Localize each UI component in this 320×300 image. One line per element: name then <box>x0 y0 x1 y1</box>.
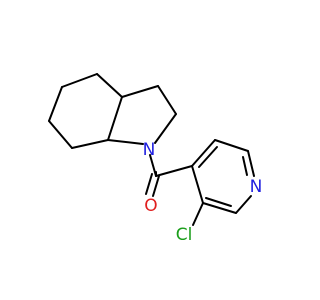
molecule-svg: N O N Cl <box>48 73 263 245</box>
bond-py-c4-c5 <box>191 139 216 167</box>
bond-c7a-c3a <box>107 96 123 141</box>
bond-c6-c7 <box>48 120 73 149</box>
atom-n-indoline: N <box>143 140 156 160</box>
bond-c4-c5 <box>61 73 98 88</box>
bond-py-c2-c3-inner <box>205 197 232 207</box>
bond-n1-c7a <box>107 139 144 145</box>
molecule-drawing: N O N Cl <box>48 73 263 245</box>
atom-n-pyridine: N <box>250 177 263 197</box>
bond-carbonyl-o-b <box>145 173 153 195</box>
bond-py-c6-n-inner <box>242 156 248 176</box>
bond-py-c3-c4 <box>191 165 204 204</box>
bond-c3-c2 <box>157 85 177 115</box>
atom-cl: Cl <box>176 225 193 245</box>
bond-py-c2-c3 <box>202 202 237 214</box>
bond-carbonyl-o-a <box>152 175 160 197</box>
bond-c3a-c4 <box>96 73 123 98</box>
atom-o-carbonyl: O <box>144 196 157 216</box>
bond-py-c6-n <box>247 150 255 177</box>
bond-c2-n1 <box>154 113 177 144</box>
bond-py-n-c2 <box>235 195 252 214</box>
bond-py-c5-c6 <box>214 139 249 152</box>
bond-c5-c6 <box>48 86 63 122</box>
bond-py-c4-c5-inner <box>198 146 218 168</box>
bond-c3a-c3 <box>121 85 159 98</box>
bond-c3-cl <box>192 202 204 226</box>
bond-carbonyl-c4py <box>155 165 193 177</box>
bond-c7-c7a <box>71 139 109 149</box>
